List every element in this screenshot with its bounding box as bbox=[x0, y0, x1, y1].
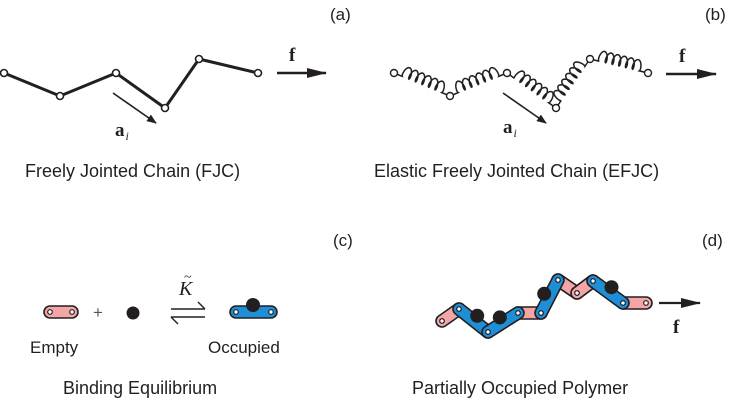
caption-b: Elastic Freely Jointed Chain (EFJC) bbox=[374, 161, 659, 181]
bond-vector-label: ai bbox=[503, 117, 517, 140]
hinge bbox=[620, 300, 626, 306]
bound-ligand-bead bbox=[537, 286, 552, 301]
empty-link bbox=[43, 305, 79, 319]
spring bbox=[393, 66, 451, 97]
hinge bbox=[590, 278, 596, 284]
panel-b: (b) ai f Elastic Freely Jointed Chain (E… bbox=[374, 5, 726, 181]
equilibrium-constant: K bbox=[178, 278, 194, 300]
panel-label-a: (a) bbox=[330, 5, 351, 24]
spring bbox=[553, 58, 591, 109]
hinge bbox=[555, 277, 561, 283]
partially-occupied-polymer bbox=[435, 273, 653, 339]
caption-d: Partially Occupied Polymer bbox=[412, 378, 628, 398]
panel-d: (d) f Partially Occupied Polymer bbox=[412, 231, 723, 398]
occupied-link bbox=[229, 298, 278, 319]
bound-ligand-bead bbox=[492, 310, 507, 325]
panel-c: (c) + K ~ Empty Occupied Binding Equilib… bbox=[30, 231, 353, 398]
joint bbox=[0, 68, 9, 78]
panel-a: (a) ai f Freely Jointed Chain (FJC) bbox=[0, 5, 351, 181]
hinge bbox=[538, 310, 544, 316]
bound-ligand-bead bbox=[470, 308, 485, 323]
joint bbox=[585, 54, 595, 64]
hinge bbox=[574, 290, 580, 296]
ligand-bead bbox=[126, 306, 140, 320]
panel-label-c: (c) bbox=[333, 231, 353, 250]
caption-c: Binding Equilibrium bbox=[63, 378, 217, 398]
force-label: f bbox=[673, 317, 680, 338]
joint bbox=[253, 68, 263, 78]
bond-vector-arrow bbox=[502, 92, 547, 124]
joint bbox=[194, 54, 204, 64]
joint bbox=[502, 68, 512, 78]
hinge bbox=[485, 329, 491, 335]
joint bbox=[551, 103, 561, 113]
tilde-accent: ~ bbox=[184, 270, 192, 285]
hinge bbox=[456, 306, 462, 312]
joint bbox=[111, 68, 121, 78]
bond-vector-label: ai bbox=[115, 120, 129, 143]
panel-label-b: (b) bbox=[705, 5, 726, 24]
bound-ligand-bead bbox=[604, 280, 619, 295]
joint bbox=[55, 91, 65, 101]
bond-vector-arrow bbox=[112, 92, 157, 124]
spring bbox=[506, 70, 557, 109]
panel-label-d: (d) bbox=[702, 231, 723, 250]
hinge bbox=[439, 318, 445, 324]
joint bbox=[389, 68, 399, 78]
force-label: f bbox=[679, 46, 686, 67]
fjc-chain bbox=[3, 57, 259, 110]
caption-a: Freely Jointed Chain (FJC) bbox=[25, 161, 240, 181]
force-label: f bbox=[289, 45, 296, 66]
plus-sign: + bbox=[93, 303, 103, 322]
efjc-joints bbox=[389, 54, 653, 113]
occupied-label: Occupied bbox=[208, 338, 280, 357]
hinge bbox=[515, 310, 521, 316]
joint bbox=[445, 91, 455, 101]
joint bbox=[643, 68, 653, 78]
spring bbox=[589, 50, 649, 74]
fjc-joints bbox=[0, 54, 263, 113]
empty-label: Empty bbox=[30, 338, 79, 357]
hinge bbox=[643, 300, 649, 306]
equilibrium-arrows-icon bbox=[170, 301, 206, 325]
efjc-springs bbox=[393, 50, 649, 109]
spring bbox=[449, 66, 508, 97]
joint bbox=[160, 103, 170, 113]
